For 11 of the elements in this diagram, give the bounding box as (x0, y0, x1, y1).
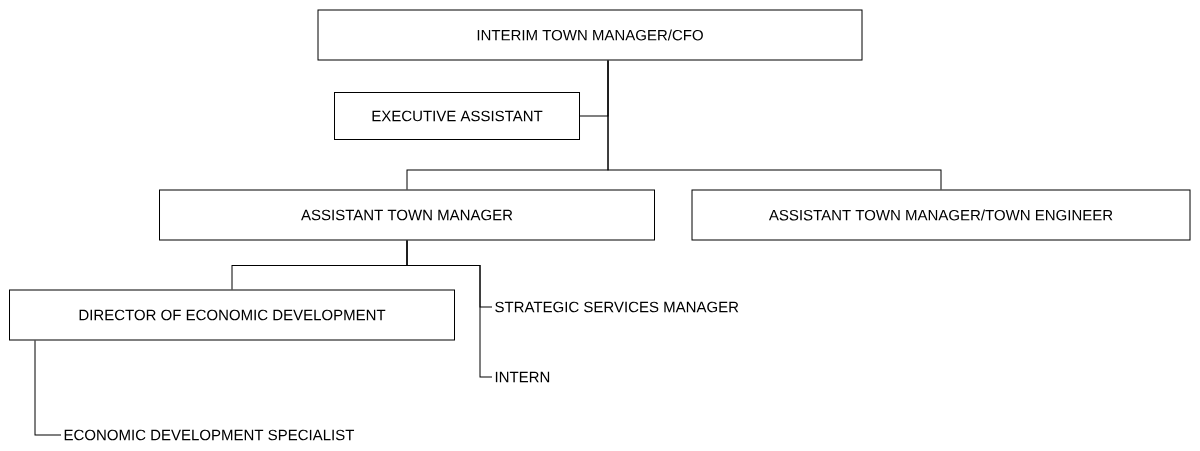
connector-line (34, 340, 62, 436)
position-box: INTERIM TOWN MANAGER/CFO (317, 9, 863, 61)
position-label: ECONOMIC DEVELOPMENT SPECIALIST (64, 429, 355, 441)
connector-line (607, 60, 942, 190)
position-label: STRATEGIC SERVICES MANAGER (495, 301, 739, 313)
position-box: ASSISTANT TOWN MANAGER/TOWN ENGINEER (691, 189, 1191, 241)
position-label: INTERN (495, 371, 550, 383)
position-box: DIRECTOR OF ECONOMIC DEVELOPMENT (9, 289, 455, 341)
position-box: EXECUTIVE ASSISTANT (334, 92, 580, 140)
connector-line (406, 240, 493, 378)
position-box: ASSISTANT TOWN MANAGER (159, 189, 655, 241)
